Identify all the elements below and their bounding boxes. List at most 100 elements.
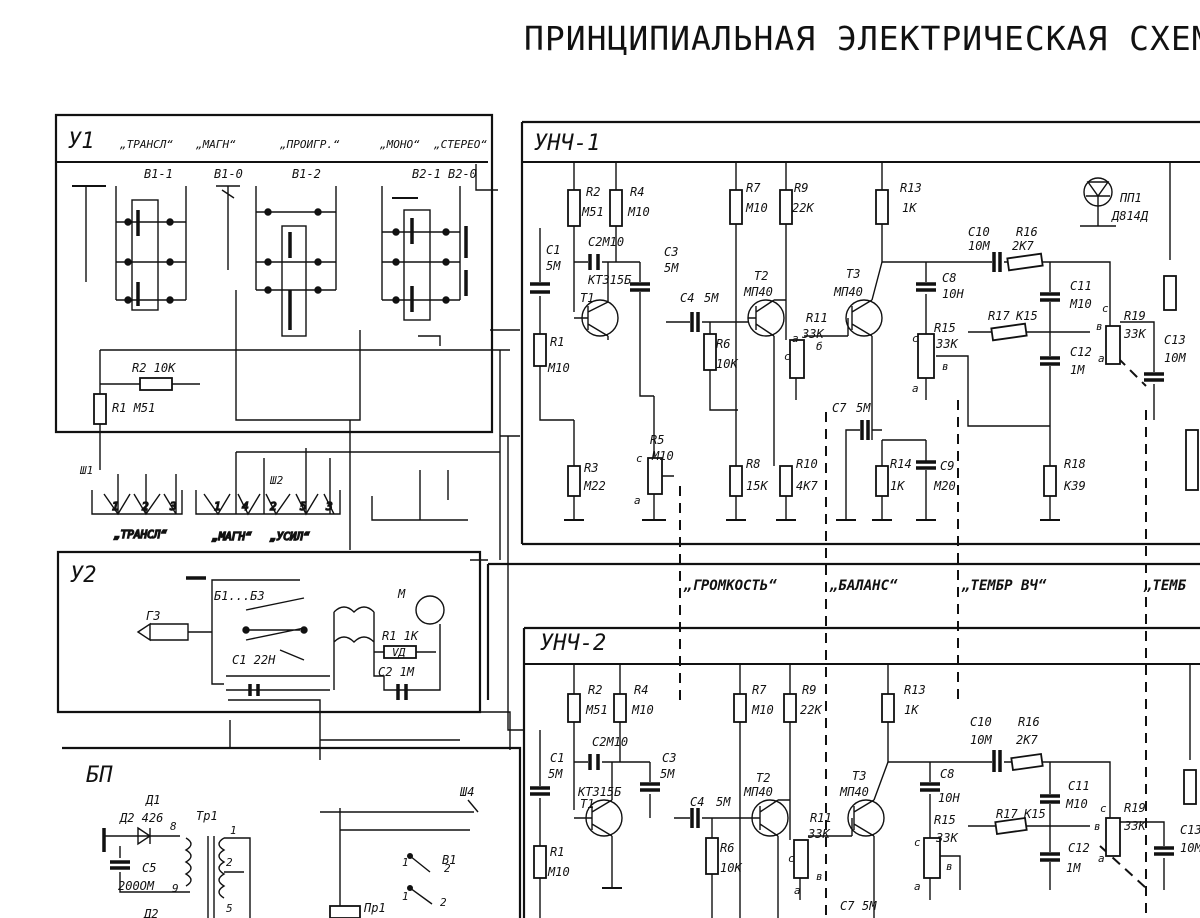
svg-text:R15: R15 — [934, 321, 956, 335]
jack-w1-mark: Ш1 — [79, 464, 93, 477]
svg-text:М20: М20 — [933, 479, 956, 493]
svg-text:МП40: МП40 — [833, 285, 863, 299]
svg-text:1М: 1М — [1066, 861, 1081, 875]
svg-text:9: 9 — [172, 882, 179, 895]
svg-text:а: а — [792, 332, 799, 345]
svg-text:М22: М22 — [583, 479, 606, 493]
svg-text:М51: М51 — [581, 205, 604, 219]
svg-text:C2 1М: C2 1М — [378, 665, 415, 679]
svg-text:М10: М10 — [751, 703, 774, 717]
svg-text:К15: К15 — [1023, 807, 1046, 821]
label-treble: „ТЕМБР ВЧ“ — [961, 578, 1047, 594]
unch2-label: УНЧ-2 — [540, 631, 606, 656]
u1-switch-mode-labels: „ТРАНСЛ“ „МАГН“ „ПРОИГР.“ „МОНО“ „СТЕРЕО… — [119, 138, 487, 151]
svg-text:Д1: Д1 — [145, 793, 160, 807]
bp-diode-bridge: Д1 Д2 426 8 — [102, 793, 180, 852]
svg-text:T1: T1 — [580, 797, 594, 811]
svg-text:T3: T3 — [846, 267, 860, 281]
svg-text:5М: 5М — [856, 401, 871, 415]
mode-stereo: „СТЕРЕО“ — [433, 138, 487, 151]
svg-text:1: 1 — [402, 856, 409, 869]
svg-text:5М: 5М — [862, 899, 877, 913]
bp-d2: Д2 — [143, 907, 158, 918]
svg-text:R4: R4 — [634, 683, 648, 697]
svg-text:VД: VД — [392, 646, 406, 659]
control-bus-frame — [486, 562, 1200, 700]
svg-text:200ОМ: 200ОМ — [118, 879, 155, 893]
svg-text:T1: T1 — [580, 291, 594, 305]
svg-text:в: в — [816, 870, 823, 883]
svg-text:R13: R13 — [900, 181, 922, 195]
svg-text:Пр1: Пр1 — [363, 901, 386, 915]
jack-magn-usil: 1 4 2 5 3 „МАГН“ „УСИЛ“ — [195, 448, 341, 544]
svg-text:C8: C8 — [942, 271, 956, 285]
svg-text:T2: T2 — [754, 269, 768, 283]
svg-text:2: 2 — [444, 862, 451, 875]
svg-text:Д814Д: Д814Д — [1111, 209, 1149, 223]
svg-text:М10: М10 — [547, 865, 570, 879]
svg-text:10Н: 10Н — [942, 287, 964, 301]
svg-text:2: 2 — [270, 500, 277, 513]
svg-text:5М: 5М — [704, 291, 719, 305]
switch-b1-2: В1-2 — [292, 167, 321, 181]
svg-text:МП40: МП40 — [743, 285, 773, 299]
svg-text:10Н: 10Н — [938, 791, 960, 805]
svg-text:33К: 33К — [801, 327, 824, 341]
svg-text:C2М10: C2М10 — [592, 735, 628, 749]
svg-text:R1 1К: R1 1К — [382, 629, 419, 643]
svg-text:R6: R6 — [720, 841, 734, 855]
svg-text:КТ315Б: КТ315Б — [577, 785, 622, 799]
svg-text:5: 5 — [300, 500, 307, 513]
svg-text:10К: 10К — [716, 357, 738, 371]
svg-text:с: с — [1100, 802, 1107, 815]
svg-text:с: с — [636, 452, 643, 465]
svg-text:КТ315Б: КТ315Б — [587, 273, 632, 287]
svg-text:33К: 33К — [935, 337, 958, 351]
svg-text:с: с — [912, 332, 919, 345]
bp-mains-switch-b1: 1 2 1 2 В1 Ш4 — [320, 785, 479, 918]
svg-text:C12: C12 — [1068, 841, 1090, 855]
svg-text:„МАГН“: „МАГН“ — [211, 530, 252, 543]
svg-text:C1 22Н: C1 22Н — [232, 653, 276, 667]
svg-text:5М: 5М — [548, 767, 563, 781]
svg-text:М10: М10 — [651, 449, 674, 463]
svg-text:В1: В1 — [442, 853, 456, 867]
u2-switches — [226, 597, 330, 677]
svg-text:C8: C8 — [940, 767, 954, 781]
svg-text:C13: C13 — [1164, 333, 1186, 347]
unch1-frame — [520, 120, 1200, 546]
svg-text:М10: М10 — [1069, 297, 1092, 311]
svg-text:33К: 33К — [935, 831, 958, 845]
svg-text:в: в — [1094, 820, 1101, 833]
mode-transl: „ТРАНСЛ“ — [119, 138, 173, 151]
svg-text:1М: 1М — [1070, 363, 1085, 377]
svg-text:R2: R2 — [586, 185, 600, 199]
switch-b1-2-contacts — [235, 186, 361, 421]
svg-text:R8: R8 — [746, 457, 760, 471]
svg-text:3: 3 — [169, 500, 177, 513]
svg-text:R7: R7 — [752, 683, 767, 697]
svg-text:R17: R17 — [996, 807, 1018, 821]
svg-text:R1: R1 — [550, 335, 564, 349]
svg-text:R3: R3 — [584, 461, 598, 475]
svg-text:5М: 5М — [660, 767, 675, 781]
svg-text:8: 8 — [170, 820, 177, 833]
svg-text:C11: C11 — [1068, 779, 1090, 793]
mode-magn: „МАГН“ — [195, 138, 236, 151]
svg-text:C3: C3 — [664, 245, 678, 259]
svg-text:C12: C12 — [1070, 345, 1092, 359]
svg-text:C3: C3 — [662, 751, 676, 765]
svg-text:1К: 1К — [890, 479, 905, 493]
svg-text:2: 2 — [226, 856, 233, 869]
bp-feed-lines — [228, 699, 460, 760]
svg-text:2К7: 2К7 — [1012, 239, 1034, 253]
svg-text:R10: R10 — [796, 457, 818, 471]
svg-text:R15: R15 — [934, 813, 956, 827]
svg-text:T3: T3 — [852, 769, 866, 783]
svg-text:5М: 5М — [546, 259, 561, 273]
svg-text:C9: C9 — [940, 459, 954, 473]
u2-label: У2 — [70, 563, 97, 588]
svg-text:в: в — [1096, 320, 1103, 333]
